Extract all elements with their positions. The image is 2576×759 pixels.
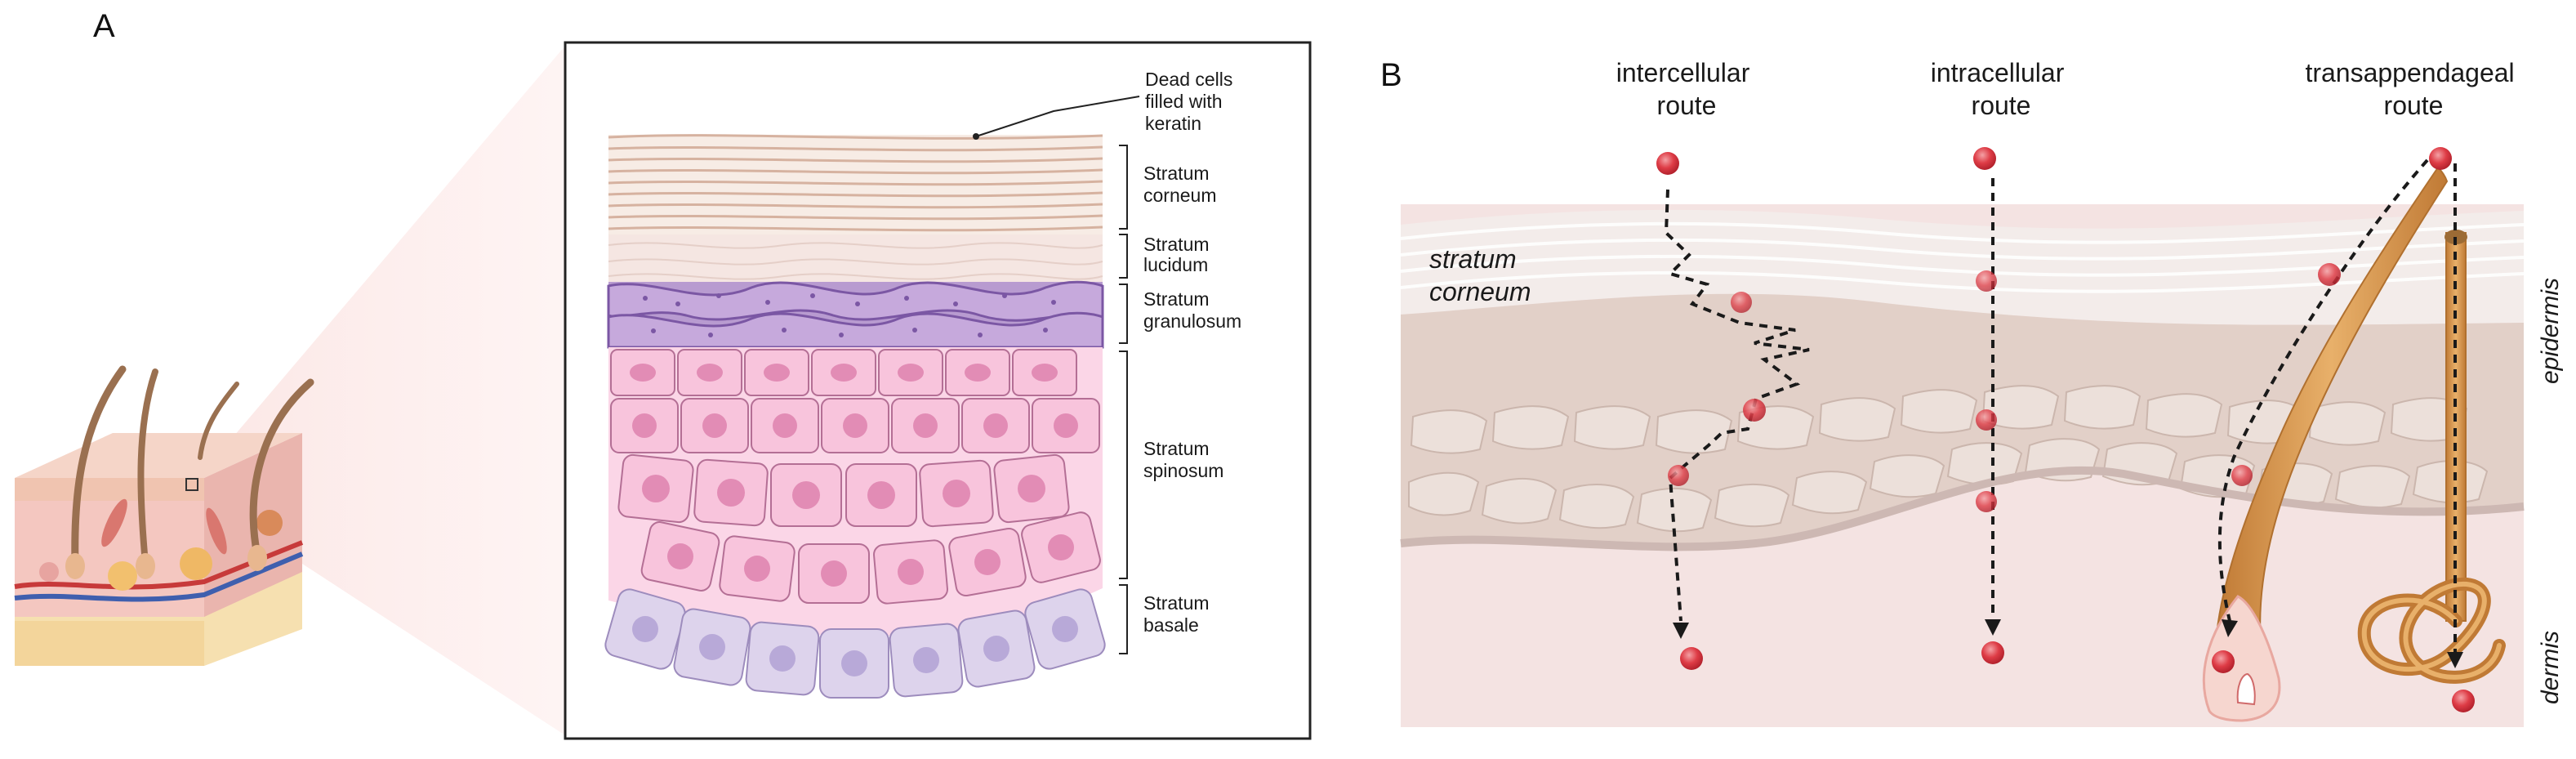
drug-molecule [2212,650,2235,673]
route-arrowheads [1673,619,2463,668]
label-intracellular-route: intracellular route [1931,58,2072,120]
label-stratum-corneum: Stratum corneum [1143,163,1216,206]
drug-molecules [1656,147,2475,712]
drug-molecule [1981,641,2004,664]
layer-brackets [1119,145,1128,654]
drug-molecule [2231,465,2253,486]
keratin-callout-dot [973,133,979,140]
drug-molecule [1656,152,1679,175]
label-intercellular-route: intercellular route [1616,58,1758,120]
skin-cross-section [1400,204,2525,727]
drug-molecule [1976,270,1997,292]
corneum-layer [608,134,1103,232]
drug-molecule [1668,465,1689,486]
label-stratum-spinosum: Stratum spinosum [1143,438,1223,481]
keratin-callout-text: Dead cells filled with keratin [1145,69,1238,134]
drug-molecule [1976,491,1997,512]
panel-b-letter: B [1380,57,1402,93]
zoom-projection [193,46,565,735]
label-transappendageal-route: transappendageal route [2305,58,2521,120]
drug-molecule [2318,263,2341,286]
drug-molecule [1973,147,1996,170]
label-stratum-granulosum: Stratum granulosum [1143,288,1241,332]
drug-molecule [2429,147,2452,170]
drug-molecule [1680,647,1703,670]
epidermis-layers-diagram [604,134,1106,719]
label-dermis: dermis [2537,631,2564,704]
hair-follicle [2202,166,2449,722]
drug-molecule [1731,292,1752,313]
drug-molecule [2452,690,2475,712]
drug-molecule [1743,399,1766,422]
skin-block-illustration [14,365,314,666]
drug-molecule [1976,409,1997,431]
label-epidermis: epidermis [2537,278,2564,384]
route-paths [1664,158,2457,654]
label-stratum-basale: Stratum basale [1143,592,1214,636]
panel-a-letter: A [93,8,115,44]
label-stratum-corneum-b: stratum corneum [1429,244,1531,306]
label-stratum-lucidum: Stratum lucidum [1143,234,1214,275]
keratin-callout-line [975,96,1140,137]
